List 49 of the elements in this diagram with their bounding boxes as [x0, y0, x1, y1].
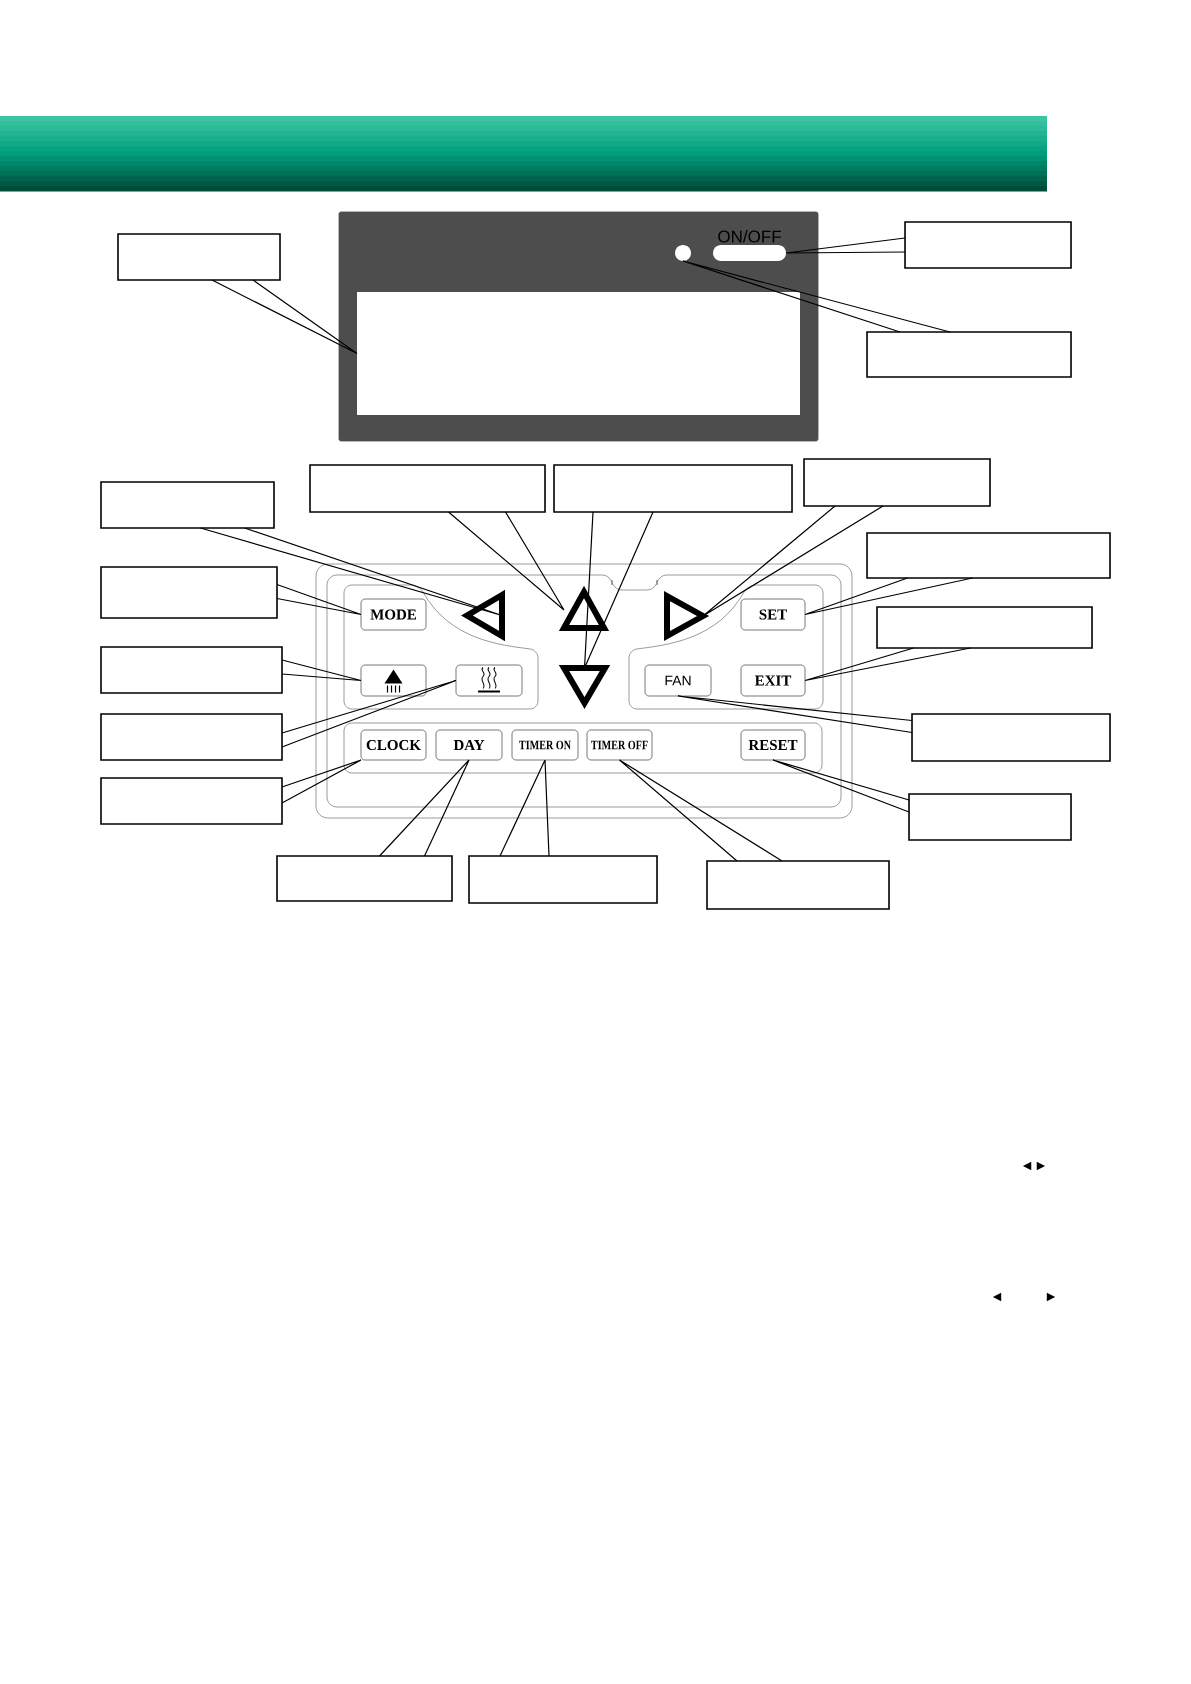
leader-line	[677, 695, 913, 734]
callout-box	[100, 646, 283, 694]
leader-line	[281, 759, 362, 804]
leader-line	[785, 237, 906, 254]
callout-box	[866, 532, 1111, 579]
callout-box	[100, 566, 278, 619]
display-window	[357, 292, 800, 415]
arrow-symbol: ◄►	[1022, 1161, 1046, 1171]
callout-box	[468, 855, 658, 904]
leader-line	[499, 759, 550, 857]
key-button: FAN	[644, 664, 712, 697]
leader-line	[804, 647, 972, 682]
control-panel	[315, 563, 853, 819]
arrow-symbol: ►	[1046, 1292, 1056, 1302]
leader-line	[281, 679, 457, 748]
callout-box	[100, 777, 283, 825]
key-button: MODE	[360, 598, 427, 631]
leader-line	[276, 583, 362, 616]
indicator-light	[675, 245, 691, 261]
leader-line	[682, 260, 951, 333]
leader-line	[281, 659, 362, 682]
callout-box	[276, 855, 453, 902]
callout-box	[117, 233, 281, 281]
callout-box	[908, 793, 1072, 841]
key-button: SET	[740, 598, 806, 631]
key-button: CLOCK	[360, 729, 427, 761]
arrow-symbol: ◄	[992, 1292, 1002, 1302]
leader-line	[378, 759, 470, 857]
callout-box	[803, 458, 991, 507]
leader-line	[772, 759, 910, 813]
button-label: ON/OFF	[718, 230, 781, 243]
key-button: EXIT	[740, 664, 806, 697]
key-button: TIMER ON	[511, 729, 579, 761]
callout-box	[904, 221, 1072, 269]
callout-box	[309, 464, 546, 513]
leader-line	[211, 279, 358, 355]
key-button: TIMER OFF	[586, 729, 653, 761]
leader-line	[618, 759, 783, 862]
leader-line	[804, 577, 974, 616]
key-button: DAY	[435, 729, 503, 761]
key-button: RESET	[740, 729, 806, 761]
callout-box	[553, 464, 793, 513]
callout-box	[100, 481, 275, 529]
callout-box	[100, 713, 283, 761]
callout-box	[876, 606, 1093, 649]
callout-box	[911, 713, 1111, 762]
leader-line	[447, 511, 565, 611]
callout-box	[866, 331, 1072, 378]
callout-box	[706, 860, 890, 910]
